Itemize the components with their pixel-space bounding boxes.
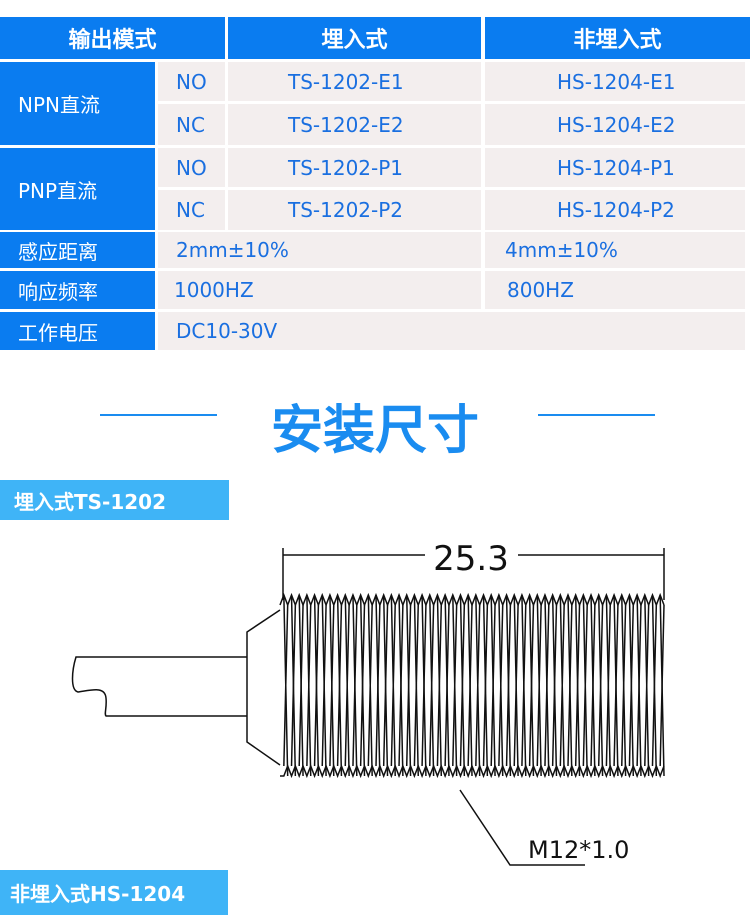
voltage-label: 工作电压 [0,312,155,350]
thread-line [352,604,358,767]
thread-lines [279,592,665,779]
thread-line [528,604,535,767]
title-divider-right [538,414,655,416]
thread-line [651,604,658,767]
frequency-non-embedded: 800HZ [485,271,745,309]
header-output-mode: 输出模式 [0,17,225,59]
length-dimension: 25.3 [433,539,509,579]
thread-line [382,604,389,767]
thread-line [574,604,581,767]
thread-line [551,604,558,767]
thread-line [567,604,573,767]
thread-line [367,604,373,767]
thread-line [544,604,550,767]
chamfer [246,609,281,766]
npn-no: NO [158,62,225,101]
header-non-embedded: 非埋入式 [485,17,750,59]
distance-label: 感应距离 [0,232,155,268]
thread-line [482,604,489,767]
thread-line [452,604,458,767]
thread-profile [280,763,665,779]
pnp-no: NO [158,148,225,187]
thread-line [559,604,565,767]
thread-line [436,604,443,767]
thread-line [329,604,335,767]
distance-embedded: 2mm±10% [158,232,481,268]
thread-line [644,604,650,767]
thread-line [613,604,619,767]
npn-nc: NC [158,104,225,145]
sensor-drawing: 25.3 M12*1.0 [71,539,665,866]
thread-line [413,604,419,767]
distance-non-embedded: 4mm±10% [485,232,745,268]
pnp-nc: NC [158,190,225,230]
header-embedded: 埋入式 [228,17,481,59]
thread-profile [279,592,665,608]
embedded-tag: 埋入式TS-1202 [0,480,229,520]
cable [71,656,247,717]
thread-line [521,604,527,767]
pnp-nc-non-embedded: HS-1204-P2 [485,190,745,230]
thread-line [298,604,304,767]
leader-line [459,789,585,866]
non-embedded-tag: 非埋入式HS-1204 [0,870,228,915]
npn-nc-embedded: TS-1202-E2 [228,104,481,145]
thread-line [475,604,481,767]
thread-line [359,604,366,767]
thread-line [490,604,496,767]
thread-line [290,604,297,767]
thread-line [590,604,596,767]
section-title: 安装尺寸 [270,401,479,461]
frequency-label: 响应频率 [0,271,155,309]
thread-line [313,604,320,767]
frequency-embedded: 1000HZ [158,271,481,309]
thread-line [336,604,343,767]
thread-line [505,604,512,767]
thread-line [283,604,289,767]
thread-line [597,604,604,767]
npn-label: NPN直流 [0,62,155,145]
thread-line [398,604,404,767]
thread-line [459,604,466,767]
thread-line [344,604,350,767]
thread-line [321,604,327,767]
title-divider-left [100,414,217,416]
thread-line [582,604,588,767]
thread-line [390,604,396,767]
thread-line [498,604,504,767]
thread-line [659,604,665,767]
thread-line [513,604,519,767]
voltage-value: DC10-30V [158,312,745,350]
thread-line [605,604,611,767]
pnp-no-non-embedded: HS-1204-P1 [485,148,745,187]
npn-no-non-embedded: HS-1204-E1 [485,62,745,101]
npn-nc-non-embedded: HS-1204-E2 [485,104,745,145]
pnp-label: PNP直流 [0,148,155,230]
thread-line [306,604,312,767]
thread-line [628,604,635,767]
thread-line [375,604,381,767]
thread-line [636,604,642,767]
pnp-nc-embedded: TS-1202-P2 [228,190,481,230]
thread-line [467,604,473,767]
thread-spec: M12*1.0 [528,836,629,864]
thread-line [429,604,435,767]
pnp-no-embedded: TS-1202-P1 [228,148,481,187]
thread-line [444,604,450,767]
thread-line [536,604,542,767]
npn-no-embedded: TS-1202-E1 [228,62,481,101]
thread-line [421,604,427,767]
thread-line [405,604,412,767]
thread-line [621,604,627,767]
